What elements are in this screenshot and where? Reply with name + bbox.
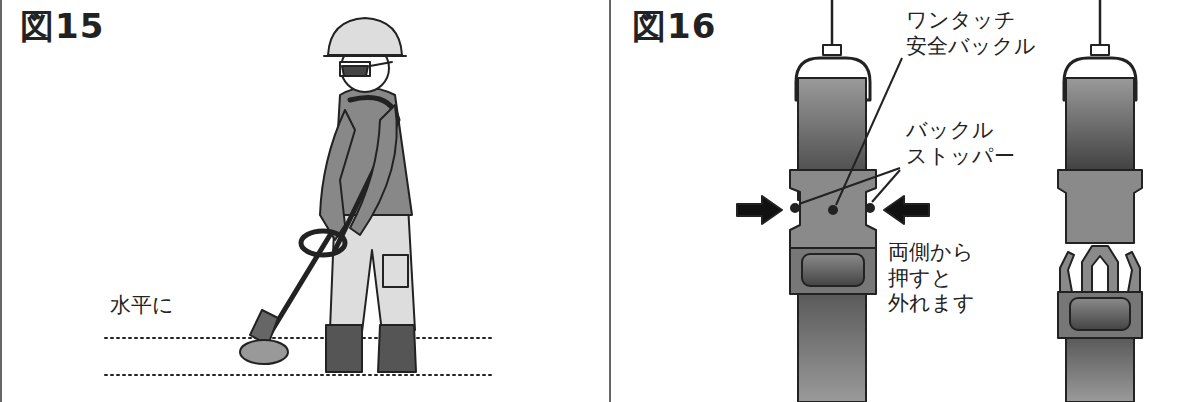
worker-figure <box>105 18 492 375</box>
instruction-note: 両側から 押すと 外れます <box>888 240 975 317</box>
level-note: 水平に <box>110 293 174 319</box>
figure-number: 図16 <box>632 6 716 47</box>
figure-number: 図15 <box>20 6 104 47</box>
buckle-released <box>1058 0 1142 402</box>
part-name: ワンタッチ 安全バックル <box>906 8 1036 59</box>
panel-frame <box>1 0 610 402</box>
part-name: バックル ストッパー <box>906 118 1015 169</box>
buckle-closed <box>737 0 929 402</box>
